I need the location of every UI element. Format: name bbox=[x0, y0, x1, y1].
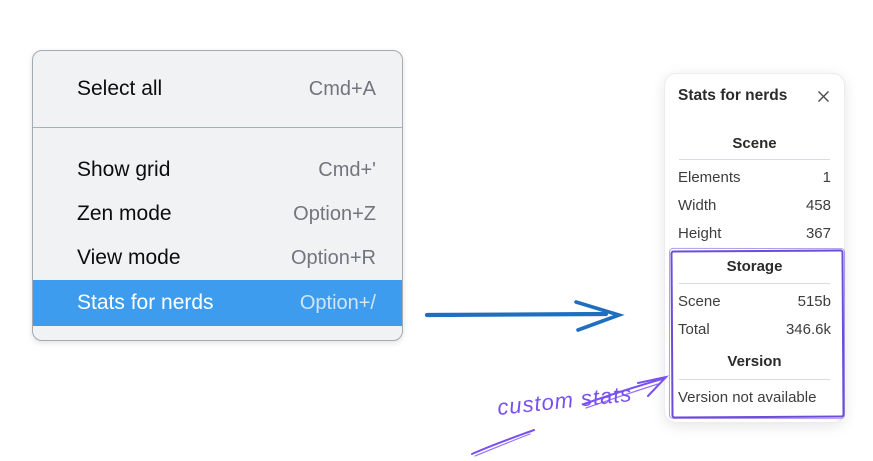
stat-row-scene-storage: Scene 515b bbox=[678, 292, 831, 312]
stat-row-elements: Elements 1 bbox=[678, 168, 831, 188]
stat-value: 367 bbox=[805, 225, 831, 242]
stat-label: Scene bbox=[678, 293, 721, 310]
close-button[interactable] bbox=[815, 88, 831, 104]
stat-row-total-storage: Total 346.6k bbox=[678, 320, 831, 340]
menu-item-label: View mode bbox=[77, 246, 181, 269]
menu-item-shortcut: Option+R bbox=[290, 246, 376, 269]
section-divider bbox=[679, 283, 830, 284]
menu-item-view-mode[interactable]: View mode Option+R bbox=[33, 236, 402, 280]
menu-item-shortcut: Cmd+A bbox=[308, 77, 376, 100]
context-menu-group-top: Select all Cmd+A bbox=[33, 51, 402, 127]
menu-item-zen-mode[interactable]: Zen mode Option+Z bbox=[33, 192, 402, 236]
menu-item-label: Show grid bbox=[77, 158, 171, 181]
stats-panel: Stats for nerds Scene Elements 1 Width 4… bbox=[664, 73, 845, 423]
section-divider bbox=[679, 379, 830, 380]
stats-panel-header: Stats for nerds bbox=[678, 86, 831, 106]
section-heading-version: Version bbox=[727, 353, 782, 370]
section-heading-storage: Storage bbox=[726, 258, 783, 275]
menu-item-shortcut: Cmd+' bbox=[318, 158, 376, 181]
stats-panel-title: Stats for nerds bbox=[678, 87, 788, 104]
menu-item-show-grid[interactable]: Show grid Cmd+' bbox=[33, 148, 402, 192]
section-heading-scene: Scene bbox=[732, 135, 777, 152]
stat-value: 1 bbox=[822, 169, 831, 186]
stat-label: Height bbox=[678, 225, 722, 242]
menu-item-shortcut: Option+Z bbox=[293, 202, 376, 225]
version-note: Version not available bbox=[678, 389, 817, 406]
menu-item-shortcut: Option+/ bbox=[299, 291, 376, 314]
menu-separator bbox=[33, 127, 402, 128]
stat-value: 458 bbox=[805, 197, 831, 214]
context-menu-group-bottom: Show grid Cmd+' Zen mode Option+Z View m… bbox=[33, 128, 402, 340]
stat-label: Width bbox=[678, 197, 717, 214]
stat-label: Elements bbox=[678, 169, 741, 186]
menu-item-label: Select all bbox=[77, 77, 163, 100]
context-menu: Select all Cmd+A Show grid Cmd+' Zen mod… bbox=[32, 50, 403, 341]
section-divider bbox=[679, 159, 830, 160]
menu-item-label: Stats for nerds bbox=[77, 291, 214, 314]
x-icon bbox=[817, 90, 829, 102]
stat-label: Total bbox=[678, 321, 710, 338]
menu-item-stats-for-nerds[interactable]: Stats for nerds Option+/ bbox=[33, 280, 402, 326]
blue-arrow bbox=[424, 300, 625, 332]
custom-stats-label: custom stats bbox=[496, 380, 634, 421]
stat-row-height: Height 367 bbox=[678, 224, 831, 244]
stat-row-width: Width 458 bbox=[678, 196, 831, 216]
menu-item-label: Zen mode bbox=[77, 202, 172, 225]
stat-value: 346.6k bbox=[785, 321, 831, 338]
stat-value: 515b bbox=[797, 293, 831, 310]
menu-item-select-all[interactable]: Select all Cmd+A bbox=[33, 65, 402, 113]
